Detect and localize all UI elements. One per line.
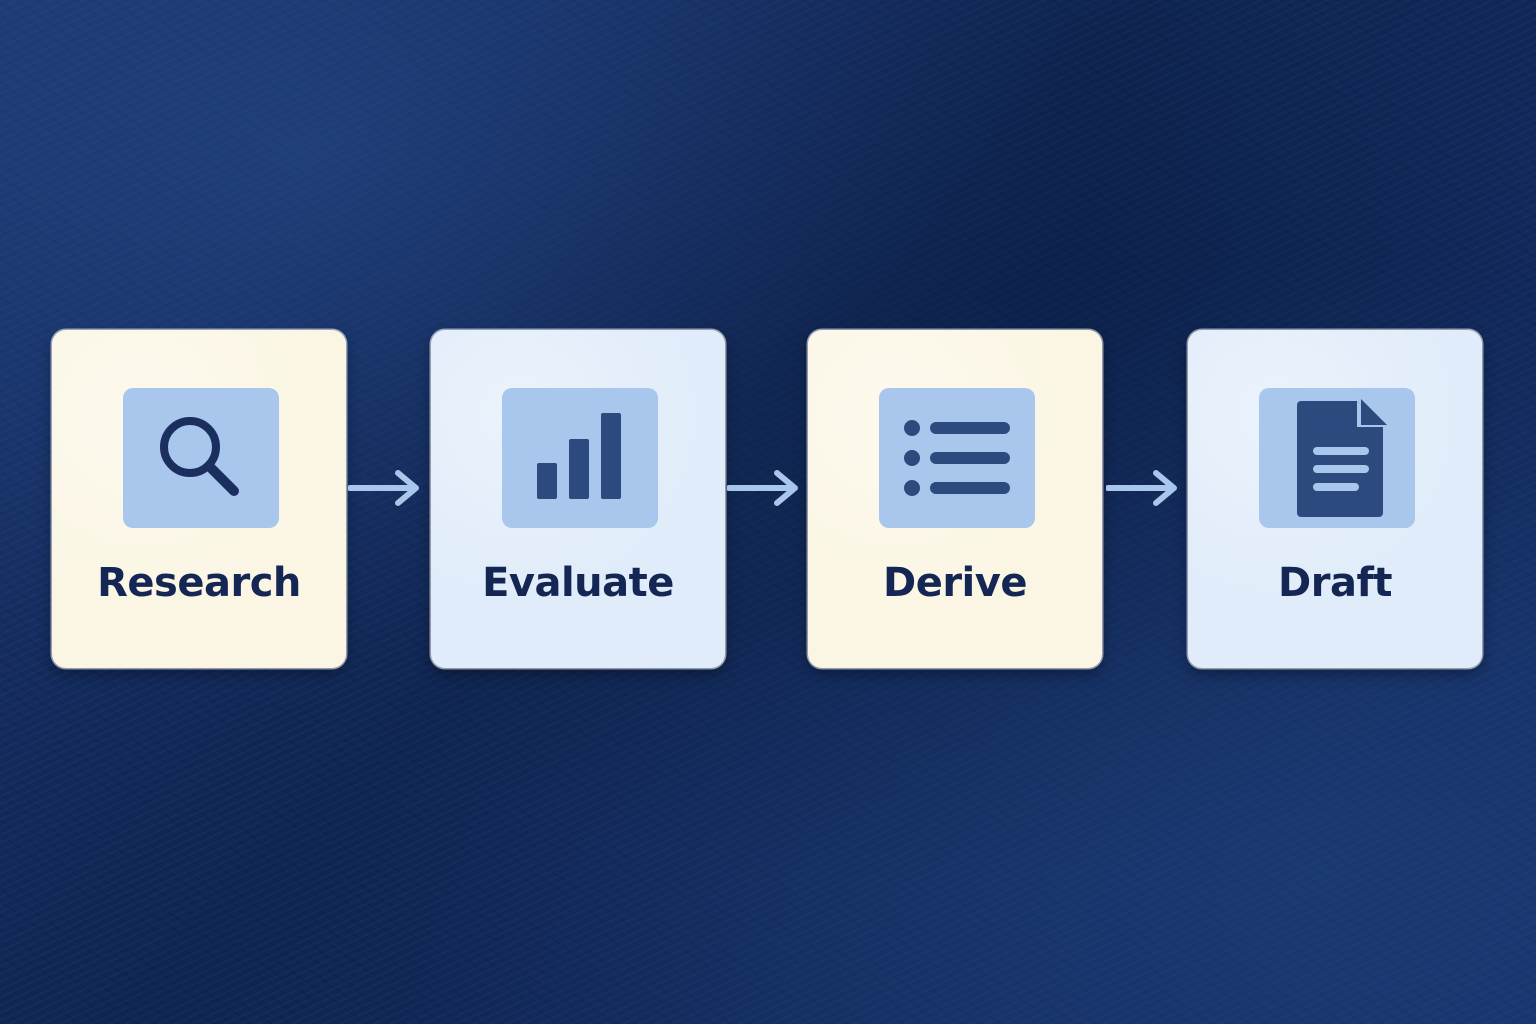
step-card-derive: Derive (808, 330, 1102, 668)
step-card-draft: Draft (1188, 330, 1482, 668)
arrow-right-icon (348, 470, 419, 506)
icon-tile (123, 388, 279, 528)
step-card-evaluate: Evaluate (431, 330, 725, 668)
step-label-evaluate: Evaluate (482, 560, 674, 606)
icon-tile (879, 388, 1035, 528)
step-label-draft: Draft (1278, 560, 1392, 606)
icon-tile (502, 388, 658, 528)
search-icon (160, 417, 239, 496)
arrow-right-icon (1106, 470, 1177, 506)
bar-chart-icon (537, 413, 621, 499)
icon-tile (1259, 388, 1415, 528)
step-card-research: Research (52, 330, 346, 668)
bulleted-list-icon (904, 420, 1010, 496)
arrow-right-icon (727, 470, 798, 506)
step-label-derive: Derive (883, 560, 1027, 606)
document-icon (1297, 399, 1387, 517)
step-label-research: Research (97, 560, 301, 606)
